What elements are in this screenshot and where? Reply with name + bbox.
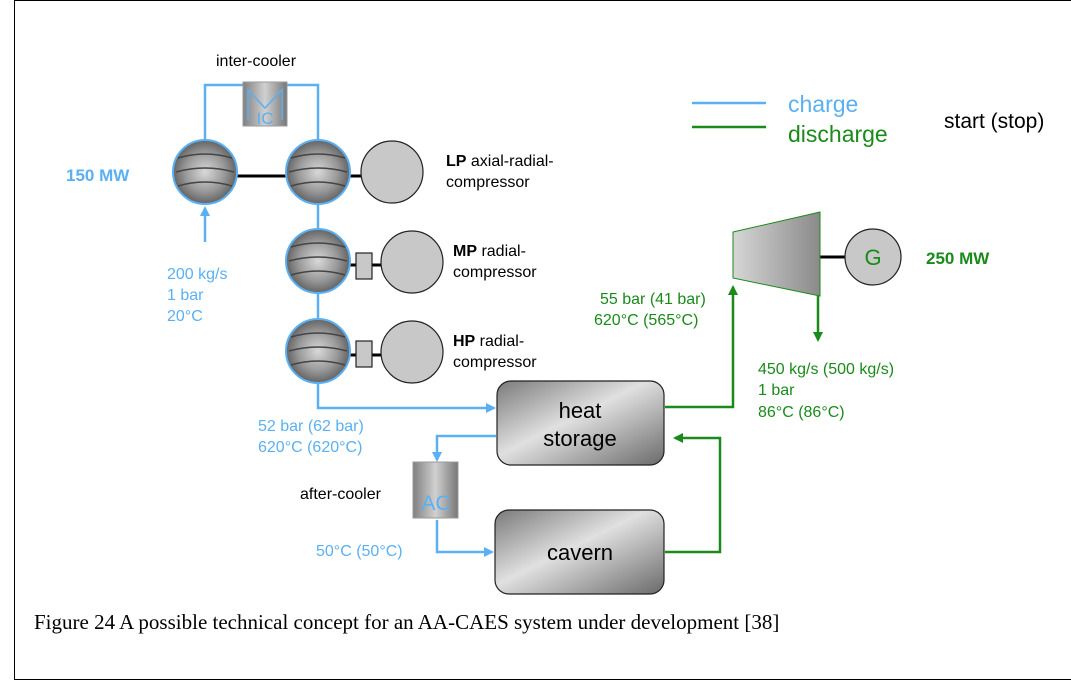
- exhaust-temp: 86°C (86°C): [758, 404, 845, 421]
- discharge-lines: [665, 285, 823, 554]
- heat-storage: heat storage: [496, 380, 665, 466]
- legend-start-stop: start (stop): [944, 110, 1044, 133]
- mp-gearbox: [355, 252, 373, 280]
- lp-bold: LP: [446, 153, 467, 170]
- mp-label-line2: compressor: [453, 264, 537, 281]
- generator-power: 250 MW: [926, 249, 990, 268]
- mp-text: radial-: [477, 243, 526, 260]
- legend: charge discharge start (stop): [692, 91, 1044, 147]
- motors: [355, 140, 444, 384]
- aftercooler-label: after-cooler: [300, 486, 382, 503]
- lp-motor: [360, 140, 424, 204]
- hp-out-pressure: 52 bar (62 bar): [258, 418, 364, 435]
- hp-bold: HP: [453, 333, 476, 350]
- intercooler-label: inter-cooler: [216, 53, 297, 70]
- lp-text: axial-radial-: [466, 153, 553, 170]
- cavern-label: cavern: [547, 540, 613, 565]
- hp-gearbox: [355, 340, 373, 368]
- compressor-power: 150 MW: [66, 166, 130, 185]
- lp-compressor-stage1: [172, 139, 238, 205]
- lp-label-line2: compressor: [446, 174, 530, 191]
- heat-storage-line1: heat: [559, 398, 602, 423]
- inlet-pressure: 1 bar: [167, 287, 204, 304]
- inlet-flow: 200 kg/s: [167, 266, 227, 283]
- generator-symbol: G: [864, 245, 881, 270]
- generator: G: [844, 228, 902, 286]
- heat-storage-line2: storage: [543, 426, 616, 451]
- mp-compressor: [285, 228, 351, 294]
- legend-charge-label: charge: [788, 91, 858, 117]
- turbine-in-temp: 620°C (565°C): [594, 312, 698, 329]
- legend-discharge-label: discharge: [788, 121, 888, 147]
- aftercooler-symbol: AC: [421, 492, 450, 515]
- hp-motor: [380, 320, 444, 384]
- intercooler: IC: [242, 81, 288, 128]
- hp-label-line2: compressor: [453, 354, 537, 371]
- figure-caption: Figure 24 A possible technical concept f…: [34, 610, 780, 634]
- turbine-in-pressure: 55 bar (41 bar): [600, 291, 706, 308]
- mp-label-line1: MP radial-: [453, 243, 526, 260]
- exhaust-flow: 450 kg/s (500 kg/s): [758, 361, 894, 378]
- aftercooler-out-temp: 50°C (50°C): [316, 543, 403, 560]
- cavern: cavern: [494, 509, 665, 595]
- intercooler-symbol: IC: [257, 109, 274, 128]
- labels: inter-cooler 150 MW LP axial-radial- com…: [66, 53, 990, 560]
- turbine: [732, 211, 821, 297]
- inlet-temp: 20°C: [167, 308, 203, 325]
- hp-compressor: [285, 318, 351, 384]
- lp-compressor-stage2: [285, 139, 351, 205]
- aftercooler: AC: [412, 461, 459, 519]
- hp-text: radial-: [475, 333, 524, 350]
- mp-motor: [380, 230, 444, 294]
- mp-bold: MP: [453, 243, 477, 260]
- lp-label-line1: LP axial-radial-: [446, 153, 554, 170]
- exhaust-pressure: 1 bar: [758, 382, 795, 399]
- hp-out-temp: 620°C (620°C): [258, 439, 362, 456]
- hp-label-line1: HP radial-: [453, 333, 524, 350]
- compressors: [172, 139, 351, 384]
